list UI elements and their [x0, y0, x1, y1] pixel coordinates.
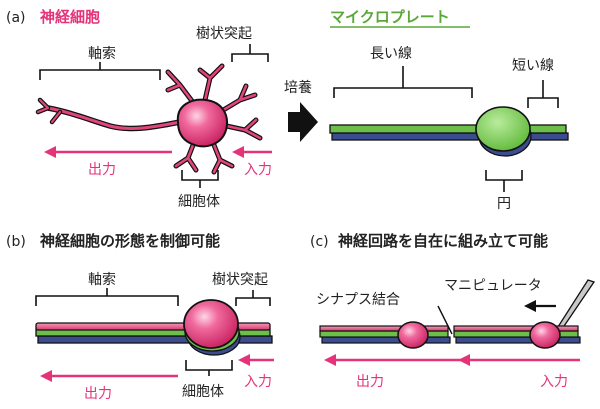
micro-plate	[329, 106, 569, 157]
signal-arrowhead-mid-c	[458, 354, 470, 366]
dendrite-bracket	[231, 44, 269, 62]
neuron-on-plate-b	[35, 299, 273, 356]
panel-b-title: 神経細胞の形態を制御可能	[40, 232, 220, 250]
signal-arrowhead-left-c	[324, 354, 336, 366]
cell-body-label-a: 細胞体	[178, 194, 220, 210]
axon-label: 軸索	[88, 45, 116, 62]
output-label-b: 出力	[84, 386, 112, 402]
manipulator-label: マニピュレータ	[444, 278, 542, 294]
input-label-b: 入力	[244, 374, 272, 390]
input-arrowhead-a	[232, 146, 244, 158]
neuron-circuit-c	[319, 321, 581, 349]
long-line-label: 長い線	[370, 46, 412, 62]
circle-label: 円	[497, 196, 511, 212]
panel-c-title: 神経回路を自在に組み立て可能	[338, 232, 548, 250]
input-arrowhead-b	[238, 354, 250, 366]
cell-body-label-b: 細胞体	[182, 384, 224, 400]
panel-c-tag: (c)	[310, 234, 329, 250]
input-label-c: 入力	[540, 374, 568, 390]
manipulator-arrowhead	[524, 300, 536, 312]
short-line-bracket	[527, 80, 559, 108]
axon-bracket-b	[35, 288, 179, 306]
output-arrowhead-a	[44, 146, 56, 158]
input-label-a: 入力	[244, 162, 272, 178]
circle-bracket	[485, 170, 523, 192]
neuron-title: 神経細胞	[40, 8, 100, 26]
neuron-drawing	[35, 63, 263, 175]
culture-label: 培養	[284, 79, 312, 96]
cell-body-bracket-a	[181, 170, 219, 188]
output-label-a: 出力	[88, 162, 116, 178]
plate-title: マイクロプレート	[330, 8, 450, 26]
dendrite-label-b: 樹状突起	[212, 272, 268, 288]
panel-a-tag: (a)	[6, 10, 26, 26]
dendrite-bracket-b	[235, 290, 271, 306]
panel-b-tag: (b)	[6, 234, 26, 250]
synapse-pointer	[437, 305, 453, 335]
cell-body-bracket-b	[185, 360, 233, 376]
axon-label-b: 軸索	[88, 271, 116, 288]
dendrite-label: 樹状突起	[196, 26, 252, 42]
synapse-label: シナプス結合	[316, 292, 400, 308]
manipulator-needle-icon	[555, 279, 596, 333]
culture-arrow-icon	[288, 102, 318, 142]
long-line-bracket	[333, 66, 473, 98]
output-label-c: 出力	[356, 374, 384, 390]
axon-bracket	[39, 62, 161, 80]
output-arrowhead-b	[40, 370, 52, 382]
short-line-label: 短い線	[512, 58, 554, 74]
